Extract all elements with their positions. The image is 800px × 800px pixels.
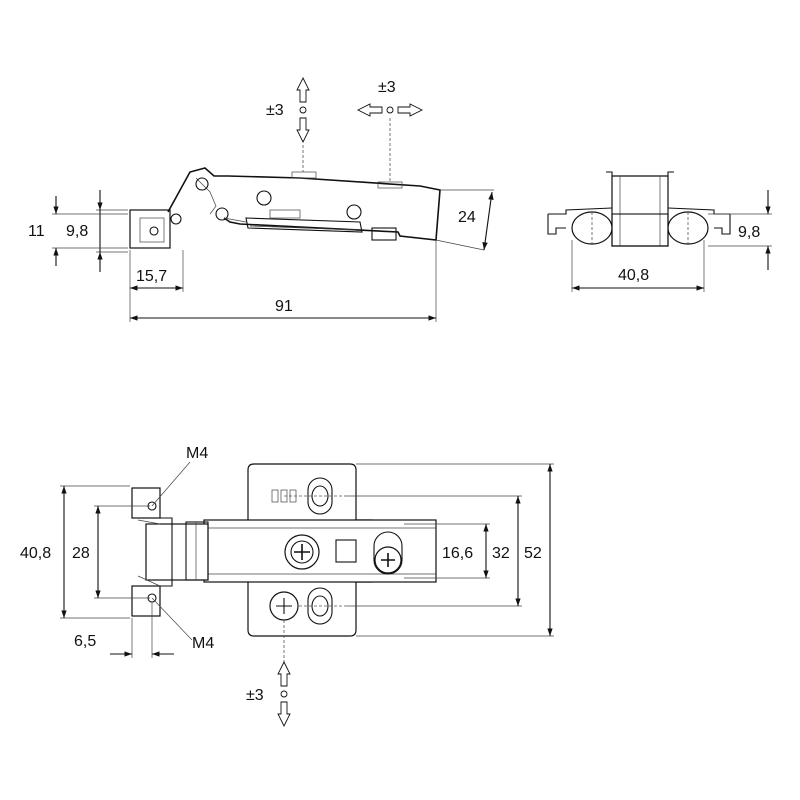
hinge-arm-top: [203, 519, 437, 583]
dim-9-8-end-label: 9,8: [738, 224, 760, 241]
dim-6-5-label: 6,5: [74, 633, 96, 650]
side-adjust-horizontal-label: ±3: [378, 79, 396, 96]
top-vertical-adjust-arrow: ±3: [246, 620, 291, 728]
dim-9-8-side: 9,8: [52, 196, 128, 266]
dim-24: 24: [435, 189, 494, 251]
dim-52: 52: [356, 463, 554, 637]
dim-16-6-label: 16,6: [442, 545, 473, 562]
dim-40-8-top: 40,8: [20, 485, 130, 619]
hinge-cup-top: [131, 487, 209, 617]
dim-9-8-side-label: 9,8: [66, 223, 88, 240]
thread-top-label: M4: [186, 445, 208, 462]
thread-bottom-label: M4: [192, 635, 214, 652]
vertical-adjust-arrow: ±3: [266, 76, 310, 172]
hinge-cup-block: [129, 209, 182, 249]
dim-32-label: 32: [492, 545, 510, 562]
dim-24-label: 24: [458, 209, 476, 226]
dim-16-6: 16,6: [404, 523, 490, 579]
end-view-body: [547, 171, 731, 247]
thread-callouts: M4 M4: [151, 445, 214, 652]
hinge-arm-profile: [167, 167, 441, 241]
dim-15-7-label: 15,7: [136, 268, 167, 285]
dim-40-8-end: 40,8: [571, 240, 705, 292]
horizontal-adjust-arrow: ±3: [356, 79, 424, 182]
dim-40-8-end-label: 40,8: [618, 267, 649, 284]
dim-40-8-top-label: 40,8: [20, 545, 51, 562]
end-view: 40,8 9,8: [547, 171, 772, 292]
top-view: M4 M4 40,8 28 6,5: [20, 445, 554, 728]
dim-15-7: 15,7: [129, 250, 184, 322]
dim-11: 11: [28, 190, 128, 272]
dim-91: 91: [130, 240, 437, 322]
dim-28: 28: [72, 505, 150, 599]
dim-9-8-end: 9,8: [708, 190, 772, 270]
dim-91-label: 91: [275, 298, 293, 315]
top-adjust-vertical-label: ±3: [246, 687, 264, 704]
dim-11-label: 11: [28, 223, 45, 240]
dim-52-label: 52: [524, 545, 542, 562]
side-adjust-vertical-label: ±3: [266, 102, 284, 119]
dim-28-label: 28: [72, 545, 90, 562]
dim-6-5: 6,5: [74, 602, 174, 658]
side-view: 11 9,8 15,7 91 24: [28, 76, 494, 322]
dim-32: 32: [346, 495, 522, 607]
